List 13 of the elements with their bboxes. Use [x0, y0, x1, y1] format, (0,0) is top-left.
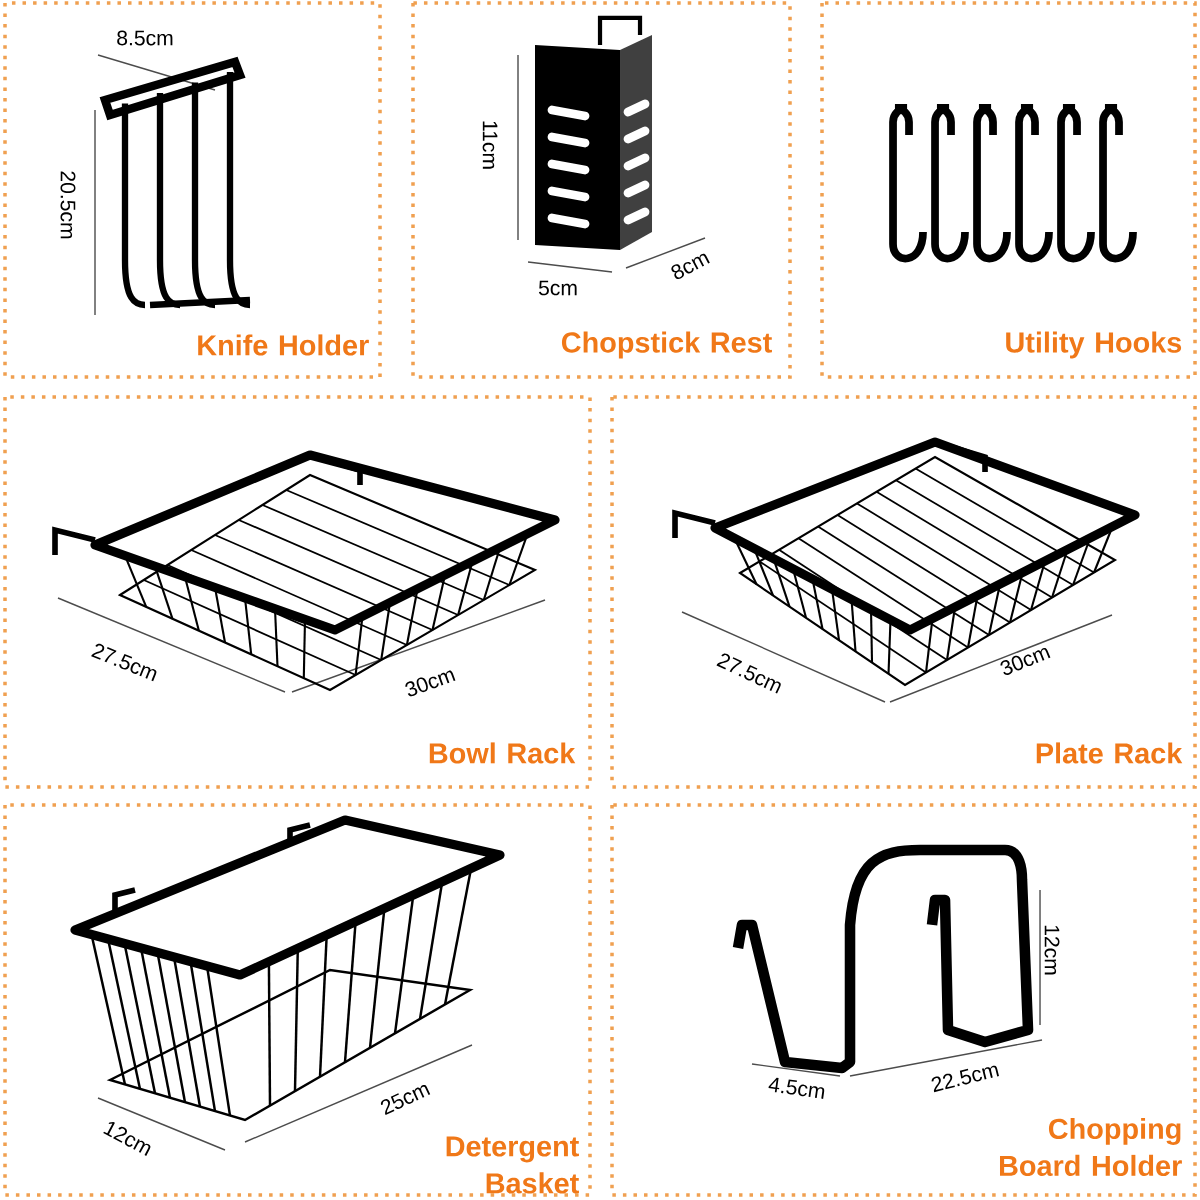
dimension-label: 30cm: [405, 670, 456, 697]
dimension-label: 4.5cm: [768, 1077, 825, 1099]
dimension-label: 12cm: [103, 1122, 151, 1156]
dimension-label: 5cm: [538, 280, 577, 296]
dimension-label: 8.5cm: [117, 30, 173, 46]
dimension-label: 30cm: [1000, 647, 1051, 675]
dimension-label: 11cm: [482, 121, 498, 169]
dimension-label: 20.5cm: [60, 171, 76, 239]
product-panel: Utility Hooks: [820, 1, 1197, 379]
dimension-label: 25cm: [380, 1084, 431, 1116]
dimension-label: 12cm: [1044, 925, 1060, 975]
dimension-label: 22.5cm: [931, 1065, 999, 1093]
dimension-label: 8cm: [671, 253, 710, 280]
